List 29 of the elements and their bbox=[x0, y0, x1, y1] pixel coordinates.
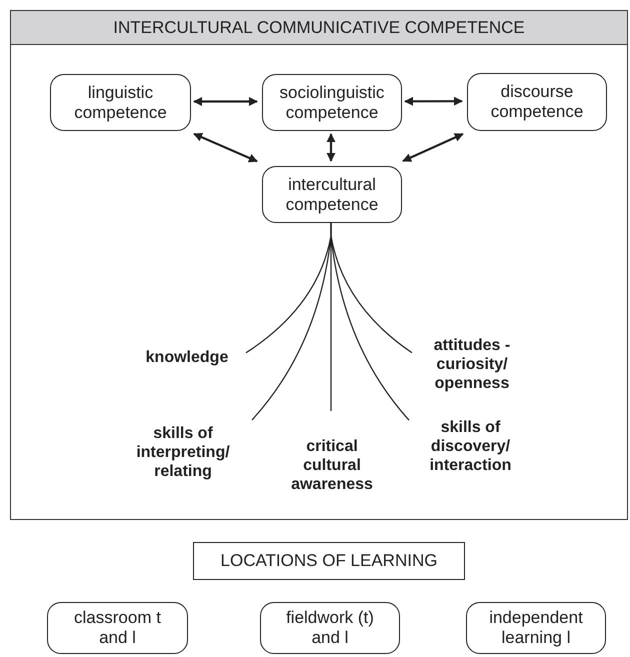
double-arrow bbox=[193, 132, 258, 162]
double-arrow bbox=[193, 97, 258, 106]
component-text: attitudes - curiosity/ openness bbox=[432, 336, 512, 392]
component-text: knowledge bbox=[146, 348, 228, 366]
box-label: classroom t and l bbox=[73, 608, 162, 648]
competence-box bbox=[50, 74, 191, 131]
box-label: sociolinguistic competence bbox=[278, 82, 386, 122]
double-arrow bbox=[326, 133, 336, 162]
diagram-frame bbox=[10, 10, 628, 520]
competence-box bbox=[466, 602, 606, 654]
competence-box bbox=[467, 73, 607, 131]
box-label: linguistic competence bbox=[73, 82, 168, 122]
competence-box bbox=[47, 602, 188, 654]
frame-heading: INTERCULTURAL COMMUNICATIVE COMPETENCE bbox=[11, 11, 627, 45]
box-label: intercultural competence bbox=[284, 174, 380, 214]
box-label: LOCATIONS OF LEARNING bbox=[220, 550, 438, 572]
connector-line bbox=[330, 222, 410, 421]
double-arrow bbox=[404, 96, 463, 106]
competence-box bbox=[262, 74, 402, 131]
box-label: discourse competence bbox=[490, 82, 584, 122]
heading-box bbox=[193, 542, 465, 580]
box-label: fieldwork (t) and l bbox=[285, 608, 375, 648]
component-text: skills of discovery/ interaction bbox=[428, 418, 512, 474]
component-text: skills of interpreting/ relating bbox=[135, 424, 231, 480]
component-text: critical cultural awareness bbox=[290, 437, 374, 494]
double-arrow bbox=[402, 133, 464, 162]
box-label: independent learning l bbox=[488, 608, 584, 648]
competence-box bbox=[260, 602, 400, 654]
competence-box bbox=[262, 166, 402, 223]
